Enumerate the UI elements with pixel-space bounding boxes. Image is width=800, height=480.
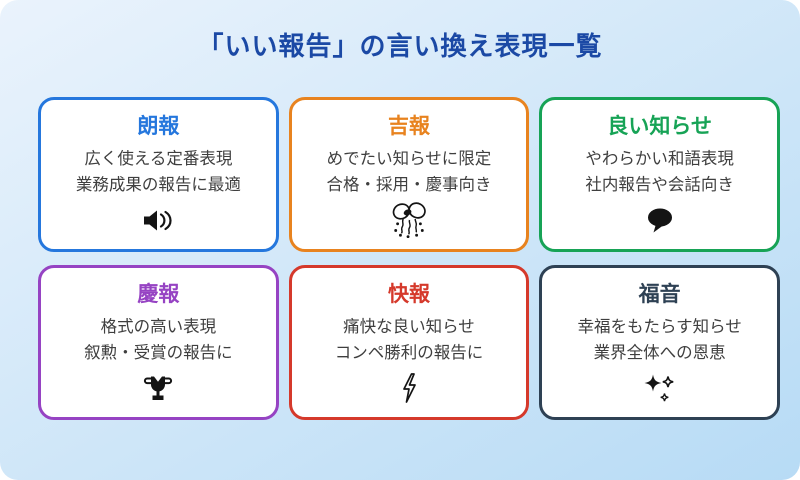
card-description: 幸福をもたらす知らせ 業界全体への恩恵 [577, 315, 741, 366]
card-kaihou: 快報 痛快な良い知らせ コンペ勝利の報告に [288, 265, 530, 420]
card-line: 叙勲・受賞の報告に [84, 343, 233, 362]
card-term: 吉報 [387, 115, 430, 138]
card-description: 痛快な良い知らせ コンペ勝利の報告に [335, 315, 484, 366]
card-line: 業界全体への恩恵 [593, 343, 726, 362]
card-kippou: 吉報 めでたい知らせに限定 合格・採用・慶事向き [288, 97, 530, 252]
card-line: 業務成果の報告に最適 [75, 175, 241, 194]
card-line: 幸福をもたらす知らせ [577, 318, 742, 337]
lightning-icon [400, 371, 418, 405]
card-line: めでたい知らせに限定 [326, 150, 492, 169]
card-line: 痛快な良い知らせ [343, 318, 475, 337]
speech-bubble-icon [646, 203, 674, 237]
confetti-ball-icon [390, 202, 428, 239]
card-term: 慶報 [137, 283, 180, 306]
card-description: めでたい知らせに限定 合格・採用・慶事向き [326, 147, 491, 198]
card-description: 格式の高い表現 叙勲・受賞の報告に [84, 315, 233, 366]
card-line: 広く使える定番表現 [84, 150, 233, 169]
trophy-icon [143, 371, 173, 405]
card-rouhou: 朗報 広く使える定番表現 業務成果の報告に最適 [38, 97, 279, 252]
card-description: やわらかい和語表現 社内報告や会話向き [585, 147, 734, 198]
card-description: 広く使える定番表現 業務成果の報告に最適 [76, 147, 241, 198]
card-line: 合格・採用・慶事向き [326, 175, 492, 194]
card-line: コンペ勝利の報告に [334, 343, 484, 362]
card-grid: 朗報 広く使える定番表現 業務成果の報告に最適 吉報 めでたい知らせに限定 合格… [38, 97, 780, 420]
card-term: 快報 [387, 283, 430, 306]
card-fukuin: 福音 幸福をもたらす知らせ 業界全体への恩恵 [539, 265, 780, 420]
card-line: やわらかい和語表現 [585, 150, 734, 169]
card-term: 良い知らせ [607, 115, 712, 138]
page-title: 「いい報告」の言い換え表現一覧 [197, 31, 603, 61]
card-term: 朗報 [137, 115, 180, 138]
card-line: 格式の高い表現 [100, 318, 217, 337]
speaker-icon [141, 203, 175, 237]
sparkles-icon [642, 371, 678, 405]
card-line: 社内報告や会話向き [585, 175, 734, 194]
card-keihou: 慶報 格式の高い表現 叙勲・受賞の報告に [38, 265, 279, 420]
card-term: 福音 [638, 283, 681, 306]
card-yoi-shirase: 良い知らせ やわらかい和語表現 社内報告や会話向き [539, 97, 780, 252]
